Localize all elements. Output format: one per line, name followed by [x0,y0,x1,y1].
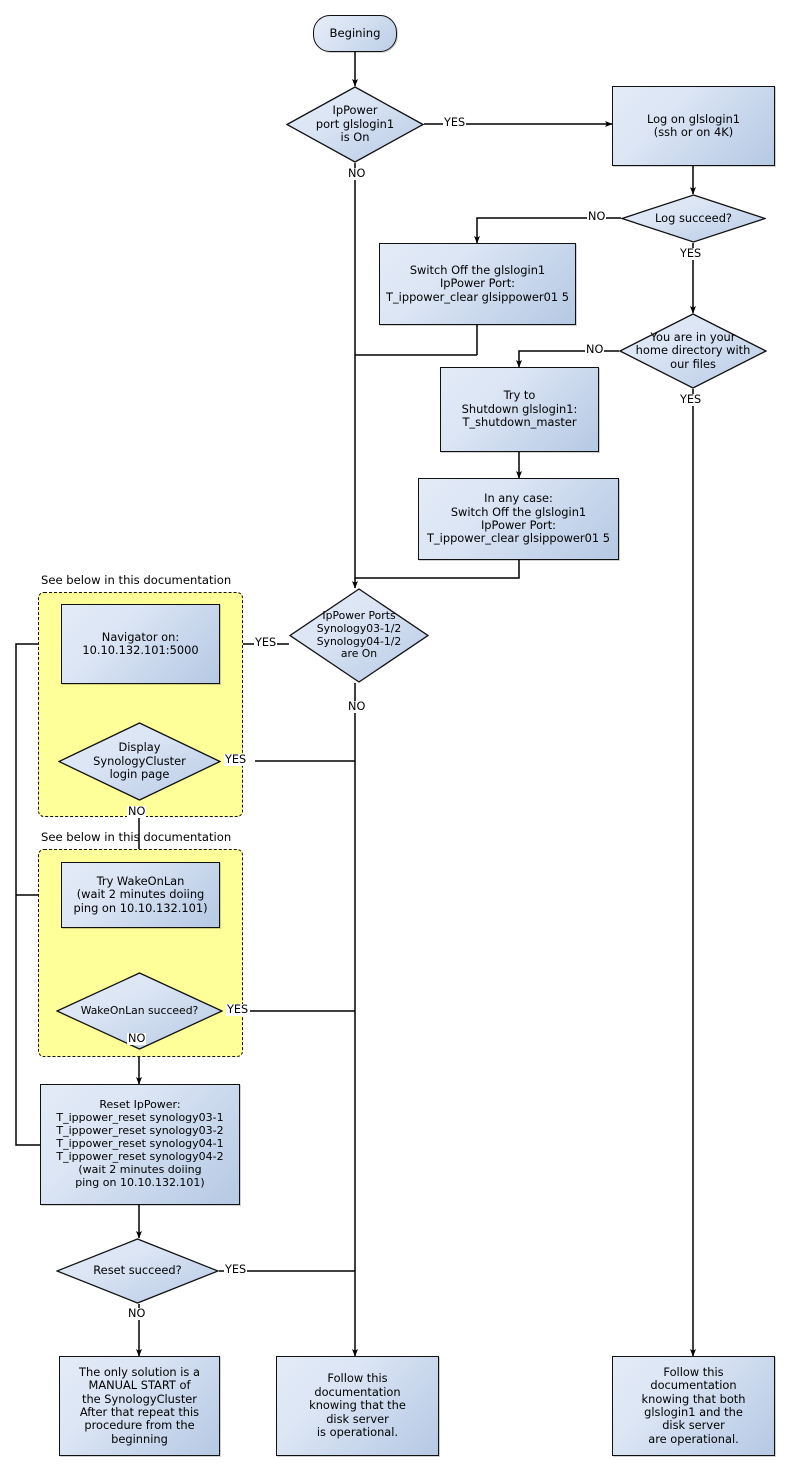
edge-label-log-no: NO [587,210,607,224]
node-decision-display-login-page: Display SynologyCluster login page [58,722,221,801]
node-switch-off-ippower-port-label: Switch Off the glslogin1 IpPower Port: T… [386,262,569,304]
node-decision-ippower-ports-synology-label: IpPower Ports Synology03-1/2 Synology04-… [316,609,402,661]
node-decision-reset-succeed: Reset succeed? [56,1238,219,1304]
node-try-shutdown-glslogin1: Try to Shutdown glslogin1: T_shutdown_ma… [440,367,599,452]
node-decision-display-login-page-label: Display SynologyCluster login page [93,740,186,782]
edge-label-display-yes: YES [224,753,248,767]
edge-label-wol-yes: YES [226,1003,250,1017]
edge-label-display-no: NO [127,805,147,819]
node-manual-start: The only solution is a MANUAL START of t… [59,1356,220,1456]
node-try-wakeonlan-label: Try WakeOnLan (wait 2 minutes doiing pin… [73,873,208,915]
group-navigator-label: See below in this documentation [41,573,232,587]
edge-label-home-no: NO [585,343,605,357]
edge-label-ports-yes: YES [254,636,278,650]
node-switch-off-ippower-port: Switch Off the glslogin1 IpPower Port: T… [379,243,576,325]
node-try-shutdown-glslogin1-label: Try to Shutdown glslogin1: T_shutdown_ma… [461,388,578,430]
node-manual-start-label: The only solution is a MANUAL START of t… [79,1364,200,1446]
node-end-both-operational: Follow this documentation knowing that b… [612,1356,775,1456]
node-end-both-operational-label: Follow this documentation knowing that b… [641,1364,746,1446]
node-start-label: Begining [329,25,381,40]
node-decision-log-succeed-label: Log succeed? [655,210,732,225]
node-decision-ippower-ports-synology: IpPower Ports Synology03-1/2 Synology04-… [289,588,429,683]
node-start: Begining [313,15,397,52]
node-decision-home-directory-label: You are in your home directory with our … [635,329,751,371]
edge-label-ports-no: NO [347,700,367,714]
node-decision-reset-succeed-label: Reset succeed? [93,1263,182,1278]
group-wakeonlan-label: See below in this documentation [41,830,232,844]
node-reset-ippower-label: Reset IpPower: T_ippower_reset synology0… [56,1098,224,1189]
node-decision-wakeonlan-succeed: WakeOnLan succeed? [56,972,223,1050]
edge-label-reset-yes: YES [224,1263,248,1277]
node-decision-ippower-glslogin1: IpPower port glslogin1 is On [286,86,424,163]
node-end-disk-operational: Follow this documentation knowing that t… [276,1356,439,1456]
node-decision-home-directory: You are in your home directory with our … [619,313,767,389]
node-in-any-case-switch-off: In any case: Switch Off the glslogin1 Ip… [418,478,619,560]
edge-label-ippower-yes: YES [443,116,467,130]
node-navigator-on-label: Navigator on: 10.10.132.101:5000 [82,629,199,657]
edge-label-reset-no: NO [127,1307,147,1321]
node-navigator-on: Navigator on: 10.10.132.101:5000 [61,604,220,684]
node-log-on-glslogin1: Log on glslogin1 (ssh or on 4K) [612,86,775,166]
edge-label-ippower-no: NO [347,167,367,181]
edge-label-home-yes: YES [679,393,703,407]
edge-label-wol-no: NO [127,1032,147,1046]
node-in-any-case-switch-off-label: In any case: Switch Off the glslogin1 Ip… [427,491,610,546]
node-decision-ippower-glslogin1-label: IpPower port glslogin1 is On [315,103,395,145]
node-try-wakeonlan: Try WakeOnLan (wait 2 minutes doiing pin… [61,862,220,928]
node-end-disk-operational-label: Follow this documentation knowing that t… [309,1371,406,1440]
edge-label-log-yes: YES [679,247,703,261]
node-decision-wakeonlan-succeed-label: WakeOnLan succeed? [80,1003,199,1017]
node-decision-log-succeed: Log succeed? [621,194,766,243]
node-reset-ippower: Reset IpPower: T_ippower_reset synology0… [40,1084,240,1205]
node-log-on-glslogin1-label: Log on glslogin1 (ssh or on 4K) [646,111,741,139]
